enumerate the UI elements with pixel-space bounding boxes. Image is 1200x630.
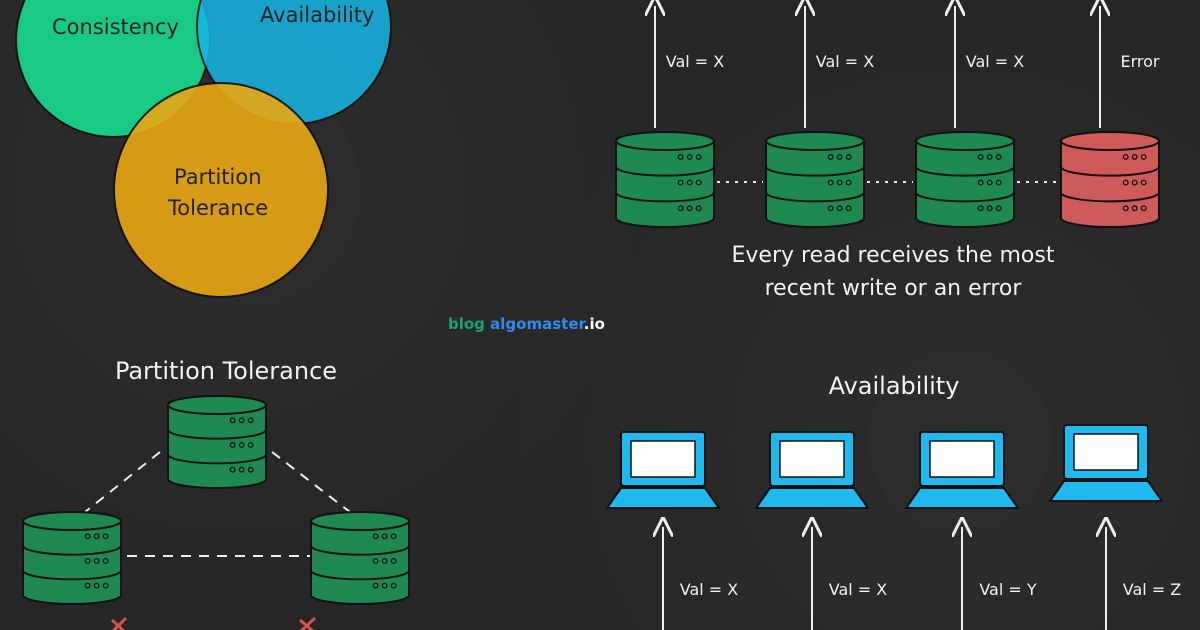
brand-part3: .io — [584, 315, 605, 333]
consistency-panel: Val = X Val = X Val = X Error — [615, 6, 1160, 228]
read-value-label: Error — [1121, 52, 1160, 71]
availability-label: Availability — [260, 3, 374, 27]
brand-part2: algomaster — [490, 315, 586, 333]
read-value-label: Val = X — [666, 52, 725, 71]
read-value-label: Val = X — [966, 52, 1025, 71]
partition-label-line1: Partition — [174, 165, 262, 189]
database-icon — [167, 395, 267, 489]
read-value-label: Val = Y — [979, 580, 1037, 599]
partition-title: Partition Tolerance — [115, 357, 337, 385]
read-value-label: Val = Z — [1123, 580, 1182, 599]
read-value-label: Val = X — [829, 580, 888, 599]
partition-break-right — [299, 616, 317, 630]
read-value-label: Val = X — [816, 52, 875, 71]
consistency-caption-line2: recent write or an error — [765, 276, 1023, 301]
database-icon — [22, 511, 122, 605]
consistency-caption-line1: Every read receives the most — [732, 243, 1055, 268]
read-value-label: Val = X — [680, 580, 739, 599]
consistency-label: Consistency — [52, 15, 179, 39]
database-icon — [310, 511, 410, 605]
partition-panel — [22, 395, 410, 630]
database-error-icon — [1060, 131, 1160, 228]
laptop-icon — [1048, 424, 1164, 502]
laptop-icon — [754, 431, 870, 509]
database-icon — [615, 131, 715, 228]
database-icon — [915, 131, 1015, 228]
partition-circle — [113, 82, 329, 298]
availability-panel: Val = X Val = X Val = Y Val = Z — [605, 424, 1182, 630]
connection-top-right — [271, 451, 351, 513]
brand-part1: blog — [448, 315, 490, 333]
availability-title: Availability — [829, 372, 960, 400]
laptop-icon — [904, 431, 1020, 509]
venn-diagram: Consistency Availability Partition Toler… — [15, 0, 392, 298]
connection-top-left — [84, 451, 161, 513]
database-icon — [765, 131, 865, 228]
brand-watermark: blog algomaster.io — [448, 315, 605, 333]
partition-break-left — [110, 616, 128, 630]
partition-label-line2: Tolerance — [167, 196, 268, 220]
laptop-icon — [605, 431, 721, 509]
